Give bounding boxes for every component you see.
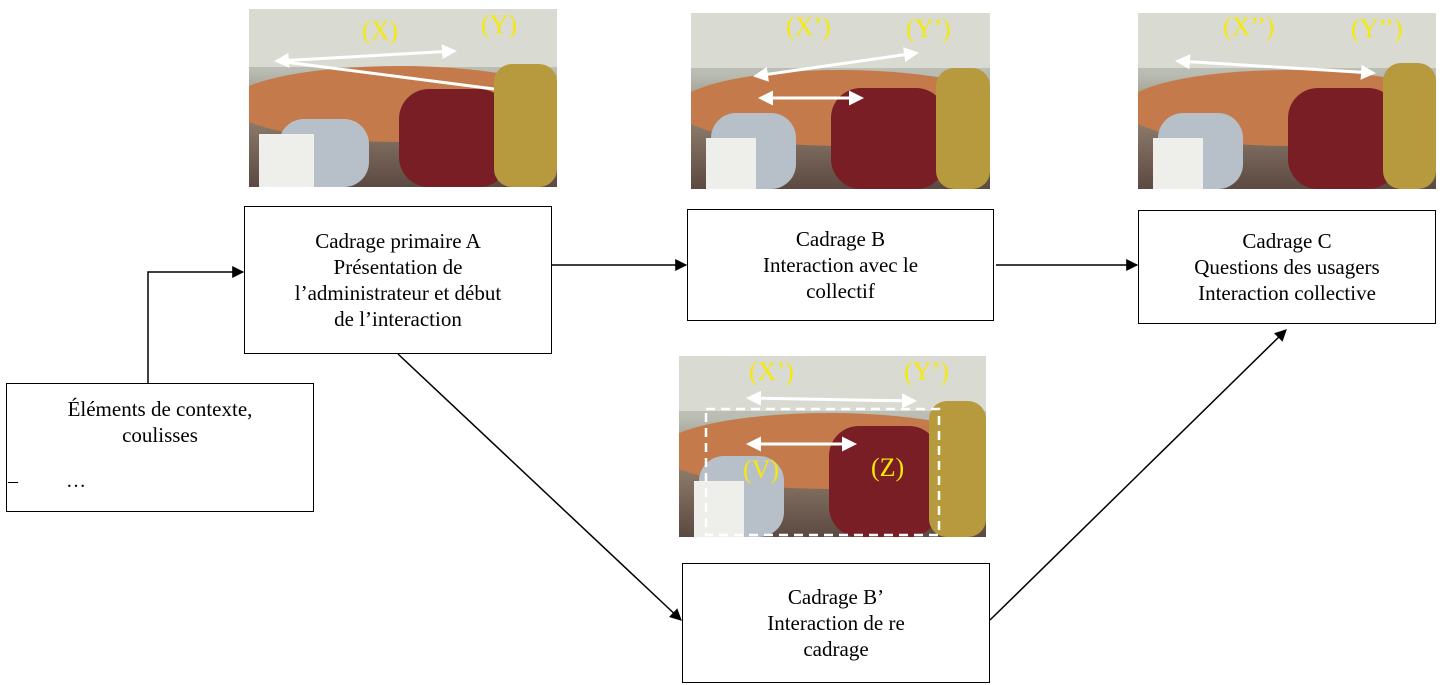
box-a-line-3: l’administrateur et début [294, 281, 502, 305]
box-c-line-3: Interaction collective [1198, 281, 1376, 305]
context-line-1: Éléments de contexte, [67, 397, 253, 421]
box-bp-line-3: cadrage [803, 637, 869, 661]
arrow-bprime-to-c [989, 329, 1287, 621]
box-cadrage-b: Cadrage B Interaction avec le collectif [687, 209, 994, 321]
label-v: (V) [743, 455, 780, 484]
box-cadrage-b-prime: Cadrage B’ Interaction de re cadrage [682, 563, 990, 683]
label-x-prime-2: (X’) [749, 357, 794, 386]
arrow-context-to-a [147, 266, 245, 383]
box-c-line-2: Questions des usagers [1194, 255, 1380, 279]
box-cadrage-c: Cadrage C Questions des usagers Interact… [1138, 210, 1436, 324]
label-y-prime: (Y’) [906, 14, 951, 43]
box-a-line-1: Cadrage primaire A [315, 229, 481, 253]
label-y: (Y) [481, 10, 518, 39]
box-a-line-2: Présentation de [333, 255, 463, 279]
box-b-line-3: collectif [806, 279, 875, 303]
label-x: (X) [362, 16, 399, 45]
context-line-2: coulisses [122, 423, 198, 447]
box-b-line-2: Interaction avec le [762, 253, 919, 277]
label-z: (Z) [871, 453, 905, 482]
box-context: Éléments de contexte, coulisses [6, 383, 314, 512]
meeting-photo-3: (X’’) (Y’’) [1138, 13, 1436, 189]
box-a-line-4: de l’interaction [334, 307, 462, 331]
label-y-double-prime: (Y’’) [1351, 14, 1403, 43]
context-bullet-text: … [66, 470, 86, 492]
box-bp-line-1: Cadrage B’ [787, 585, 885, 609]
label-y-prime-2: (Y’) [904, 357, 949, 386]
arrow-a-to-bprime [397, 353, 682, 621]
box-c-line-1: Cadrage C [1242, 229, 1332, 253]
box-bp-line-2: Interaction de re [767, 611, 905, 635]
box-b-line-1: Cadrage B [795, 227, 886, 251]
label-x-prime: (X’) [786, 13, 831, 41]
box-cadrage-primaire-a: Cadrage primaire A Présentation de l’adm… [244, 206, 552, 354]
meeting-photo-2: (X’) (Y’) [691, 13, 990, 189]
label-x-double-prime: (X’’) [1223, 13, 1275, 41]
meeting-photo-4: (X’) (Y’) (V) (Z) [679, 356, 986, 537]
context-bullet-dash: – [8, 470, 18, 492]
meeting-photo-1: (X) (Y) [249, 9, 557, 187]
